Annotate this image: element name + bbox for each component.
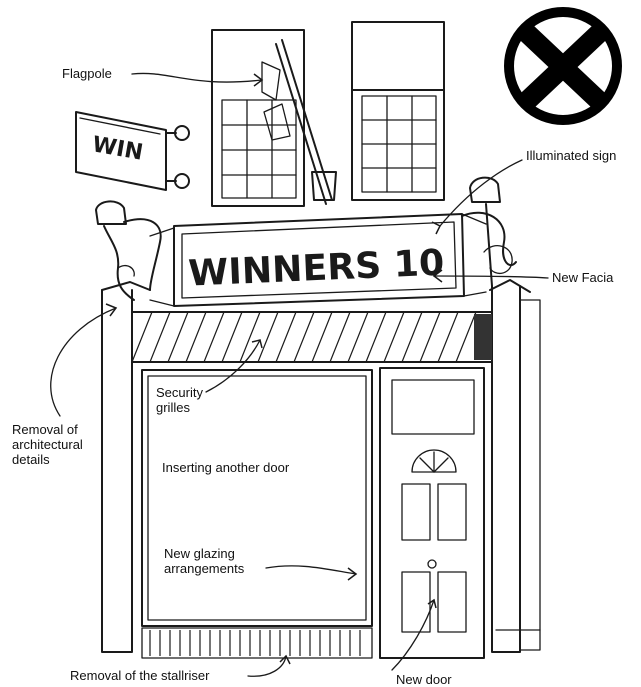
flagpole-leader bbox=[131, 72, 263, 83]
label-removal-arch-2: architectural bbox=[12, 437, 83, 452]
stallriser-leader bbox=[247, 655, 287, 677]
label-stallriser: Removal of the stallriser bbox=[70, 668, 210, 683]
upper-window-left bbox=[211, 29, 305, 207]
facia-sign-text: WINNERS 10 bbox=[188, 243, 446, 295]
security-grille-hatch bbox=[131, 311, 477, 363]
label-illuminated-sign: Illuminated sign bbox=[526, 148, 617, 163]
right-console-bracket bbox=[461, 176, 517, 287]
security-grilles-leader bbox=[205, 339, 261, 393]
removal-arch-leader bbox=[50, 307, 117, 417]
label-glazing-2: arrangements bbox=[164, 561, 245, 576]
label-another-door: Inserting another door bbox=[162, 460, 290, 475]
label-new-door: New door bbox=[396, 672, 452, 687]
label-new-facia: New Facia bbox=[552, 270, 614, 285]
label-flagpole: Flagpole bbox=[62, 66, 112, 81]
new-door-leader bbox=[391, 599, 435, 671]
leader-lines bbox=[50, 72, 549, 677]
upper-window-right bbox=[351, 21, 445, 201]
projecting-sign bbox=[75, 111, 190, 191]
x-circle-icon bbox=[504, 7, 622, 125]
label-removal-arch-3: details bbox=[12, 452, 50, 467]
flagpole bbox=[261, 39, 337, 205]
label-security-1: Security bbox=[156, 385, 203, 400]
new-facia-leader bbox=[433, 275, 549, 279]
projecting-sign-text: WIN bbox=[90, 132, 144, 165]
dark-corner-block bbox=[474, 314, 492, 360]
leader-arrowheads bbox=[105, 73, 443, 665]
facia-board bbox=[149, 213, 487, 307]
glazing-leader bbox=[265, 565, 357, 575]
label-glazing-1: New glazing bbox=[164, 546, 235, 561]
illuminated-sign-leader bbox=[439, 159, 523, 227]
label-security-2: grilles bbox=[156, 400, 190, 415]
stallriser-hatch bbox=[149, 630, 361, 656]
label-removal-arch-1: Removal of bbox=[12, 422, 78, 437]
left-console-bracket bbox=[95, 200, 162, 301]
